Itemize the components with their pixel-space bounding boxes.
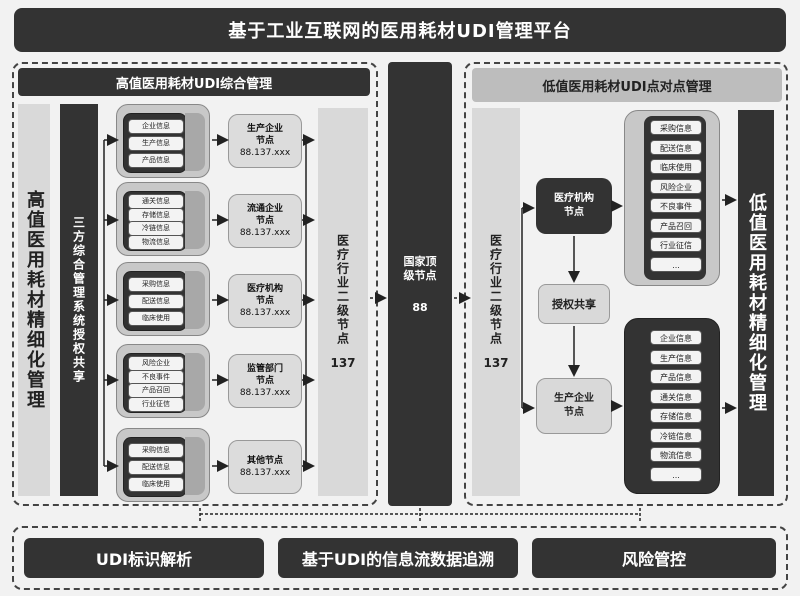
node-name: 生产企业 xyxy=(246,124,283,134)
right-panel-header: 低值医用耗材UDI点对点管理 xyxy=(472,68,782,102)
db-item: 存储信息 xyxy=(650,408,702,423)
page-title: 基于工业互联网的医用耗材UDI管理平台 xyxy=(14,8,786,52)
left-node-3: 医疗机构节点 88.137.xxx xyxy=(228,274,302,328)
db-item: 风险企业 xyxy=(650,178,702,194)
db-item: 临床使用 xyxy=(650,159,702,174)
db-item: 配送信息 xyxy=(128,294,184,309)
db-item: 临床使用 xyxy=(128,477,184,492)
left-column-label: 三方综合管理系统授权共享 xyxy=(60,104,98,496)
left-panel-header: 高值医用耗材UDI综合管理 xyxy=(18,68,370,96)
db-item: 临床使用 xyxy=(128,311,184,326)
db-item: 生产信息 xyxy=(128,136,184,151)
national-top-node: 国家顶级节点 88 xyxy=(388,62,452,506)
left-db-inner: 采购信息配送信息临床使用 xyxy=(123,437,187,497)
left-db-inner: 企业信息生产信息产品信息 xyxy=(123,113,187,173)
right-secondary-node: 医疗行业二级节点 137 xyxy=(472,108,520,496)
node-name: 医疗机构 xyxy=(246,284,283,294)
right-secondary-code: 137 xyxy=(483,356,509,370)
share-node: 授权共享 xyxy=(538,284,610,324)
right-side-label: 低值医用耗材精细化管理 xyxy=(738,110,774,496)
left-db-3: 采购信息配送信息临床使用 xyxy=(116,262,210,336)
left-db-inner: 通关信息存储信息冷链信息物流信息 xyxy=(123,191,187,251)
right-producer-node: 生产企业 节点 xyxy=(536,378,612,434)
node-code: 88.137.xxx xyxy=(239,148,291,158)
right-panel xyxy=(464,62,788,506)
left-db-inner: 风险企业不良事件产品召回行业征信 xyxy=(123,353,187,413)
left-db-4: 风险企业不良事件产品召回行业征信 xyxy=(116,344,210,418)
left-db-5: 采购信息配送信息临床使用 xyxy=(116,428,210,502)
db-item: 物流信息 xyxy=(128,234,184,250)
db-item: 通关信息 xyxy=(650,388,702,404)
left-secondary-code: 137 xyxy=(330,356,356,370)
db-cap xyxy=(185,191,205,249)
db-item: 配送信息 xyxy=(128,460,184,475)
right-producer-sub: 节点 xyxy=(564,407,584,418)
db-item: 采购信息 xyxy=(128,277,184,292)
db-cap xyxy=(185,437,205,495)
node-sub: 节点 xyxy=(255,136,274,146)
db-cap xyxy=(185,353,205,411)
db-item: 采购信息 xyxy=(128,443,184,458)
node-sub: 节点 xyxy=(255,376,274,386)
right-db-bottom xyxy=(624,318,720,494)
risk-control-button: 风险管控 xyxy=(532,538,776,578)
db-item: ... xyxy=(650,256,702,272)
db-item: 企业信息 xyxy=(650,330,702,345)
db-item: 企业信息 xyxy=(128,119,184,134)
left-db-inner: 采购信息配送信息临床使用 xyxy=(123,271,187,331)
right-hospital-name: 医疗机构 xyxy=(554,193,594,204)
node-code: 88.137.xxx xyxy=(239,228,291,238)
left-db-2: 通关信息存储信息冷链信息物流信息 xyxy=(116,182,210,256)
right-hospital-sub: 节点 xyxy=(564,207,584,218)
db-item: 行业征信 xyxy=(128,396,184,412)
left-panel xyxy=(12,62,378,506)
db-item: 产品信息 xyxy=(650,369,702,384)
node-name: 监管部门 xyxy=(246,364,283,374)
right-hospital-node: 医疗机构 节点 xyxy=(536,178,612,234)
db-item: 物流信息 xyxy=(650,447,702,462)
node-sub: 节点 xyxy=(255,216,274,226)
db-item: 产品召回 xyxy=(650,217,702,233)
national-top-label: 国家顶级节点 xyxy=(403,254,437,282)
udi-trace-button: 基于UDI的信息流数据追溯 xyxy=(278,538,518,578)
db-item: 冷链信息 xyxy=(650,427,702,443)
udi-resolution-button: UDI标识解析 xyxy=(24,538,264,578)
db-cap xyxy=(185,113,205,171)
db-item: 配送信息 xyxy=(650,139,702,155)
node-sub: 节点 xyxy=(255,296,274,306)
left-node-5: 其他节点 88.137.xxx xyxy=(228,440,302,494)
db-item: 行业征信 xyxy=(650,237,702,252)
db-item: 产品信息 xyxy=(128,153,184,168)
node-code: 88.137.xxx xyxy=(239,388,291,398)
bottom-panel xyxy=(12,526,788,590)
db-item: 生产信息 xyxy=(650,349,702,365)
node-name: 流通企业 xyxy=(246,204,283,214)
left-db-1: 企业信息生产信息产品信息 xyxy=(116,104,210,178)
db-cap xyxy=(185,271,205,329)
db-item: ... xyxy=(650,466,702,482)
node-name: 其他节点 xyxy=(246,456,283,466)
right-secondary-label: 医疗行业二级节点 xyxy=(488,234,503,346)
right-producer-name: 生产企业 xyxy=(554,393,594,404)
db-item: 采购信息 xyxy=(650,120,702,135)
left-side-label: 高值医用耗材精细化管理 xyxy=(18,104,50,496)
node-code: 88.137.xxx xyxy=(239,308,291,318)
left-secondary-label: 医疗行业二级节点 xyxy=(335,234,350,346)
node-code: 88.137.xxx xyxy=(239,468,291,478)
national-top-code: 88 xyxy=(412,300,428,314)
left-secondary-node: 医疗行业二级节点 137 xyxy=(318,108,368,496)
db-item: 不良事件 xyxy=(650,198,702,213)
